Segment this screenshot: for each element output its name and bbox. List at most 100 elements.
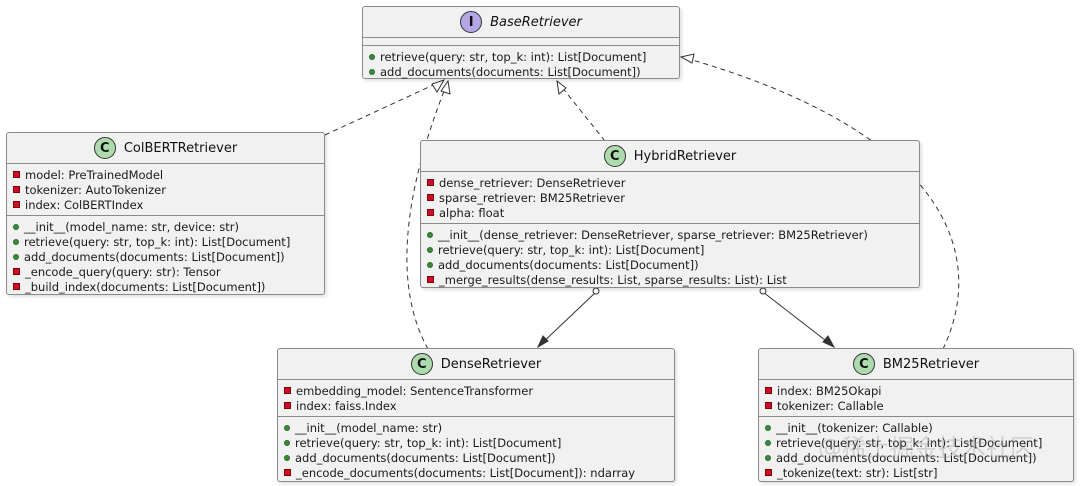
public-marker-icon [369, 53, 375, 60]
public-marker-icon [765, 439, 771, 446]
member-row: model: PreTrainedModel [13, 167, 318, 182]
member-text: dense_retriever: DenseRetriever [439, 175, 626, 190]
member-row: add_documents(documents: List[Document]) [765, 450, 1067, 465]
member-row: add_documents(documents: List[Document]) [13, 249, 318, 264]
class-name: HybridRetriever [633, 148, 737, 164]
fields-section: model: PreTrainedModel tokenizer: AutoTo… [7, 163, 324, 215]
member-text: embedding_model: SentenceTransformer [296, 383, 534, 398]
private-marker-icon [284, 387, 291, 394]
class-header: C DenseRetriever [278, 349, 674, 379]
member-row: index: faiss.Index [284, 398, 668, 413]
member-row: add_documents(documents: List[Document]) [369, 64, 673, 79]
public-marker-icon [284, 439, 290, 446]
member-row: _tokenize(text: str): List[str] [765, 465, 1067, 480]
class-name: ColBERTRetriever [123, 140, 238, 156]
member-text: _tokenize(text: str): List[str] [777, 465, 938, 480]
edge-bm25-to-base [681, 56, 960, 350]
public-marker-icon [427, 246, 433, 253]
member-text: add_documents(documents: List[Document]) [295, 450, 556, 465]
member-text: _encode_documents(documents: List[Docume… [296, 465, 636, 480]
class-base-retriever[interactable]: I BaseRetriever retrieve(query: str, top… [362, 6, 680, 79]
edge-hybrid-to-dense [537, 291, 597, 348]
member-row: retrieve(query: str, top_k: int): List[D… [13, 234, 318, 249]
interface-badge-icon: I [460, 11, 483, 33]
class-header: C BM25Retriever [759, 349, 1073, 379]
member-text: model: PreTrainedModel [25, 167, 164, 182]
member-text: index: BM25Okapi [777, 383, 882, 398]
watermark: @稀土掘金技术社区 [818, 434, 1034, 462]
member-text: retrieve(query: str, top_k: int): List[D… [380, 49, 647, 64]
private-marker-icon [284, 469, 291, 476]
public-marker-icon [765, 454, 771, 461]
member-text: tokenizer: AutoTokenizer [25, 182, 166, 197]
public-marker-icon [284, 424, 290, 431]
member-row: __init__(model_name: str) [284, 420, 668, 435]
member-row: retrieve(query: str, top_k: int): List[D… [284, 435, 668, 450]
class-colbert-retriever[interactable]: C ColBERTRetriever model: PreTrainedMode… [6, 132, 325, 295]
class-name: BaseRetriever [490, 14, 582, 30]
member-row: retrieve(query: str, top_k: int): List[D… [427, 242, 913, 257]
fields-section: dense_retriever: DenseRetriever sparse_r… [421, 171, 919, 223]
member-text: index: faiss.Index [296, 398, 397, 413]
member-row: tokenizer: AutoTokenizer [13, 182, 318, 197]
member-row: _encode_query(query: str): Tensor [13, 264, 318, 279]
edge-colbert-to-base [324, 79, 445, 136]
private-marker-icon [13, 171, 20, 178]
methods-section: __init__(tokenizer: Callable) retrieve(q… [759, 416, 1073, 483]
member-row: tokenizer: Callable [765, 398, 1067, 413]
arrowhead-bm25 [679, 53, 695, 64]
member-text: add_documents(documents: List[Document]) [380, 64, 641, 79]
member-text: add_documents(documents: List[Document]) [438, 257, 699, 272]
private-marker-icon [13, 201, 20, 208]
methods-section: __init__(model_name: str, device: str) r… [7, 215, 324, 297]
methods-section: __init__(dense_retriever: DenseRetriever… [421, 223, 919, 290]
member-row: retrieve(query: str, top_k: int): List[D… [765, 435, 1067, 450]
member-row: __init__(dense_retriever: DenseRetriever… [427, 227, 913, 242]
private-marker-icon [284, 402, 291, 409]
class-bm25-retriever[interactable]: C BM25Retriever index: BM25Okapi tokeniz… [758, 348, 1074, 482]
edge-hybrid-to-base [556, 80, 606, 142]
arrowhead-hybrid [556, 79, 567, 95]
member-text: __init__(model_name: str) [295, 420, 443, 435]
private-marker-icon [13, 268, 20, 275]
member-row: __init__(tokenizer: Callable) [765, 420, 1067, 435]
member-row: __init__(model_name: str, device: str) [13, 219, 318, 234]
private-marker-icon [765, 469, 772, 476]
public-marker-icon [369, 68, 375, 75]
class-badge-icon: C [603, 145, 626, 167]
private-marker-icon [427, 276, 434, 283]
member-row: add_documents(documents: List[Document]) [284, 450, 668, 465]
edge-hybrid-to-bm25 [762, 291, 835, 348]
arrowhead-dense [440, 79, 451, 95]
member-row: _encode_documents(documents: List[Docume… [284, 465, 668, 480]
member-text: __init__(tokenizer: Callable) [776, 420, 933, 435]
member-row: retrieve(query: str, top_k: int): List[D… [369, 49, 673, 64]
class-dense-retriever[interactable]: C DenseRetriever embedding_model: Senten… [277, 348, 675, 482]
class-badge-icon: C [93, 137, 116, 159]
fields-section: index: BM25Okapi tokenizer: Callable [759, 379, 1073, 416]
class-badge-icon: C [410, 353, 433, 375]
arrowhead-to-bm25 [822, 335, 836, 349]
member-row: embedding_model: SentenceTransformer [284, 383, 668, 398]
member-text: index: ColBERTIndex [25, 197, 144, 212]
class-header: C HybridRetriever [421, 141, 919, 171]
arrowhead-to-dense [536, 335, 549, 349]
class-name: BM25Retriever [882, 356, 980, 372]
member-text: __init__(dense_retriever: DenseRetriever… [438, 227, 868, 242]
member-text: retrieve(query: str, top_k: int): List[D… [776, 435, 1043, 450]
class-badge-icon: C [852, 353, 875, 375]
private-marker-icon [13, 283, 20, 290]
member-text: _merge_results(dense_results: List, spar… [439, 272, 787, 287]
member-text: retrieve(query: str, top_k: int): List[D… [438, 242, 705, 257]
member-row: index: BM25Okapi [765, 383, 1067, 398]
public-marker-icon [13, 253, 19, 260]
class-header: I BaseRetriever [363, 7, 679, 37]
public-marker-icon [13, 238, 19, 245]
public-marker-icon [765, 424, 771, 431]
private-marker-icon [427, 179, 434, 186]
member-text: _encode_query(query: str): Tensor [25, 264, 221, 279]
class-hybrid-retriever[interactable]: C HybridRetriever dense_retriever: Dense… [420, 140, 920, 288]
fields-section [363, 37, 679, 45]
class-name: DenseRetriever [440, 356, 542, 372]
